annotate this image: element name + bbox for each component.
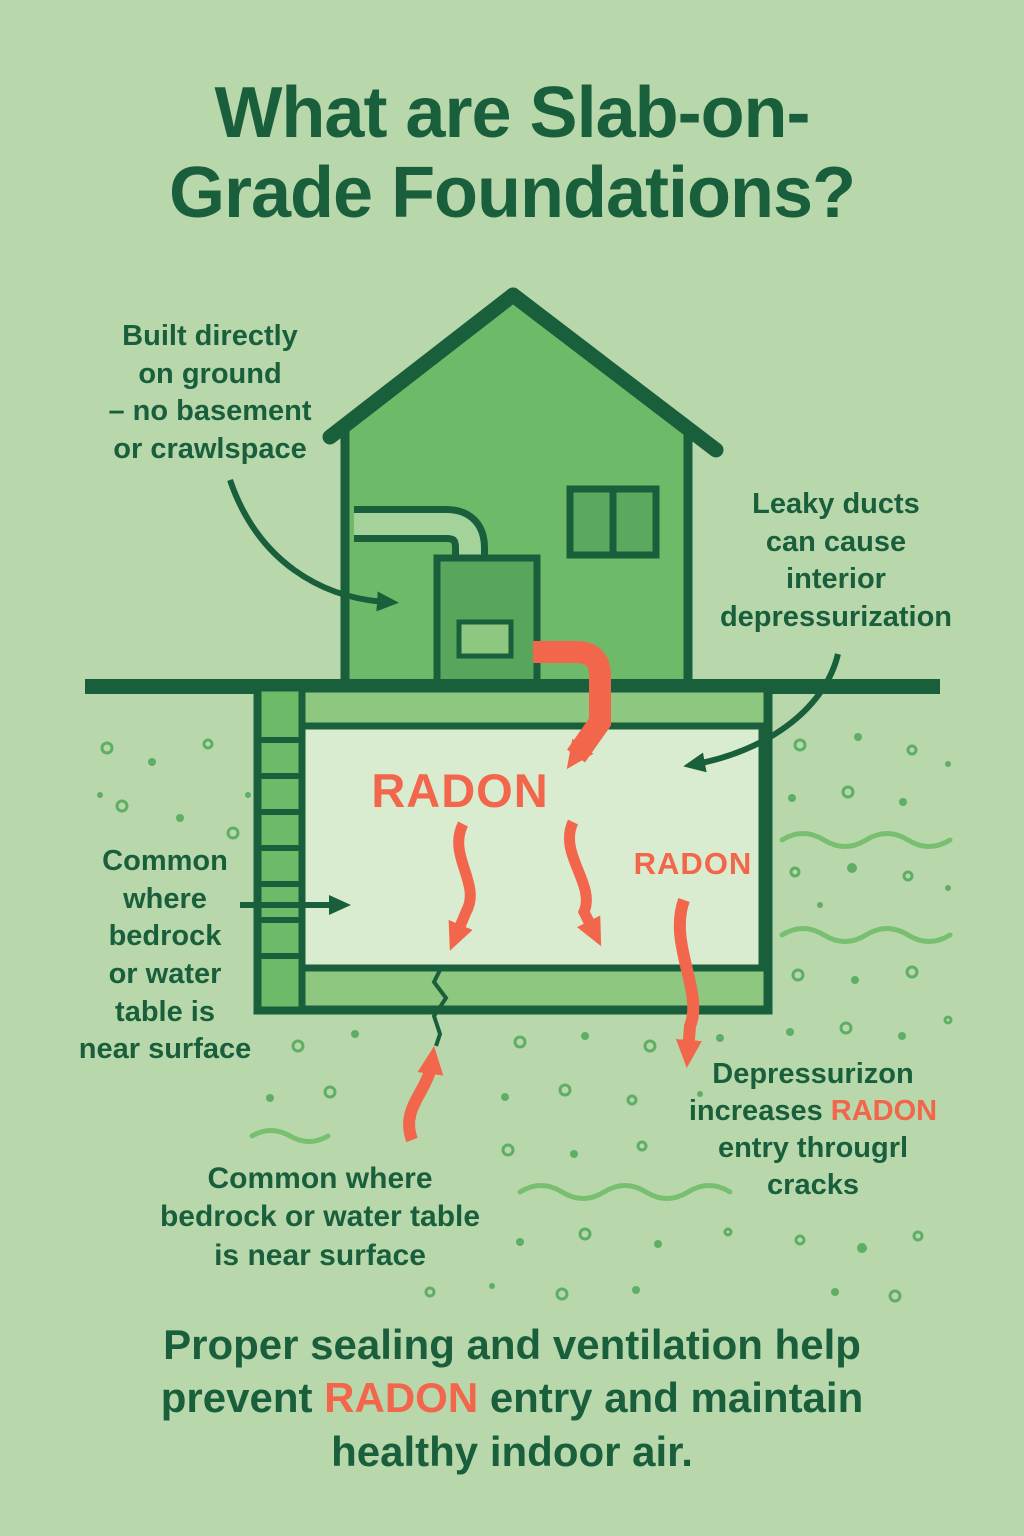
soil-dots xyxy=(97,733,953,1303)
footing-rungs xyxy=(258,737,302,959)
footer-line: prevent RADON entry and maintain xyxy=(50,1371,974,1424)
label-line: Leaky ducts xyxy=(752,488,920,520)
label-line: on ground xyxy=(138,357,282,390)
furnace-panel xyxy=(456,619,514,659)
soil-waves xyxy=(249,831,953,1201)
title-line: Grade Foundations? xyxy=(168,152,856,233)
leak-duct-arrow xyxy=(533,641,611,770)
radon-label-large: RADON xyxy=(371,764,549,817)
radon-label-small: RADON xyxy=(633,846,753,881)
radon-arrow-through-slab xyxy=(673,897,702,1068)
roof-left-edge xyxy=(322,287,521,445)
label-line: entry througrl xyxy=(717,1132,909,1165)
footer-text: entry and maintain xyxy=(478,1374,864,1422)
duct-pipe xyxy=(354,513,481,562)
radon-arrow-down-2 xyxy=(563,819,602,947)
label-line: interior xyxy=(786,563,886,596)
radon-arrow-up-crack xyxy=(403,1046,444,1143)
arrow-leaky-to-interior xyxy=(683,653,841,773)
callout-arrows xyxy=(227,479,841,915)
furnace xyxy=(433,554,541,692)
footer-note: Proper sealing and ventilation help prev… xyxy=(50,1318,974,1478)
label-line: can cause xyxy=(765,525,907,558)
label-text: increases xyxy=(688,1095,831,1128)
radon-arrow-down-1 xyxy=(448,821,476,951)
label-leaky-ducts: Leaky ducts can cause interior depressur… xyxy=(700,486,972,637)
radon-inline: RADON xyxy=(830,1095,938,1128)
label-line: increases RADON xyxy=(668,1093,958,1130)
label-line: or crawlspace xyxy=(113,433,307,466)
label-line: is near surface xyxy=(214,1238,426,1272)
label-line: Common where xyxy=(207,1162,433,1195)
label-line: where xyxy=(123,882,207,915)
label-built-directly: Built directly on ground – no basement o… xyxy=(80,318,340,469)
label-common-bedrock-left: Common where bedrock or water table is n… xyxy=(70,843,260,1069)
footer-line: Proper sealing and ventilation help xyxy=(163,1321,861,1368)
label-line: – no basement xyxy=(108,395,312,428)
title-line: What are Slab-on- xyxy=(214,73,810,153)
footer-text: prevent xyxy=(160,1374,325,1422)
roof-right-edge xyxy=(505,287,724,458)
footer-line: healthy indoor air. xyxy=(331,1427,693,1475)
house-illustration xyxy=(322,287,724,692)
label-common-bedrock-bottom: Common where bedrock or water table is n… xyxy=(120,1160,520,1275)
label-line: table is xyxy=(115,995,215,1028)
page-title: What are Slab-on- Grade Foundations? xyxy=(0,73,1024,234)
label-line: or water xyxy=(108,958,222,991)
label-line: Depressurizon xyxy=(712,1058,914,1090)
label-line: bedrock xyxy=(108,920,222,953)
label-line: Common xyxy=(102,845,228,877)
slab-crack xyxy=(431,965,449,1047)
label-line: near surface xyxy=(78,1033,252,1066)
label-line: Built directly xyxy=(122,320,298,352)
radon-arrows xyxy=(403,819,702,1143)
radon-inline: RADON xyxy=(324,1374,479,1422)
label-line: cracks xyxy=(767,1169,859,1202)
label-line: depressurization xyxy=(719,601,953,634)
label-line: bedrock or water table xyxy=(159,1200,481,1234)
label-depressurization: Depressurizon increases RADON entry thro… xyxy=(668,1056,958,1204)
arrow-built-to-house xyxy=(227,479,399,612)
